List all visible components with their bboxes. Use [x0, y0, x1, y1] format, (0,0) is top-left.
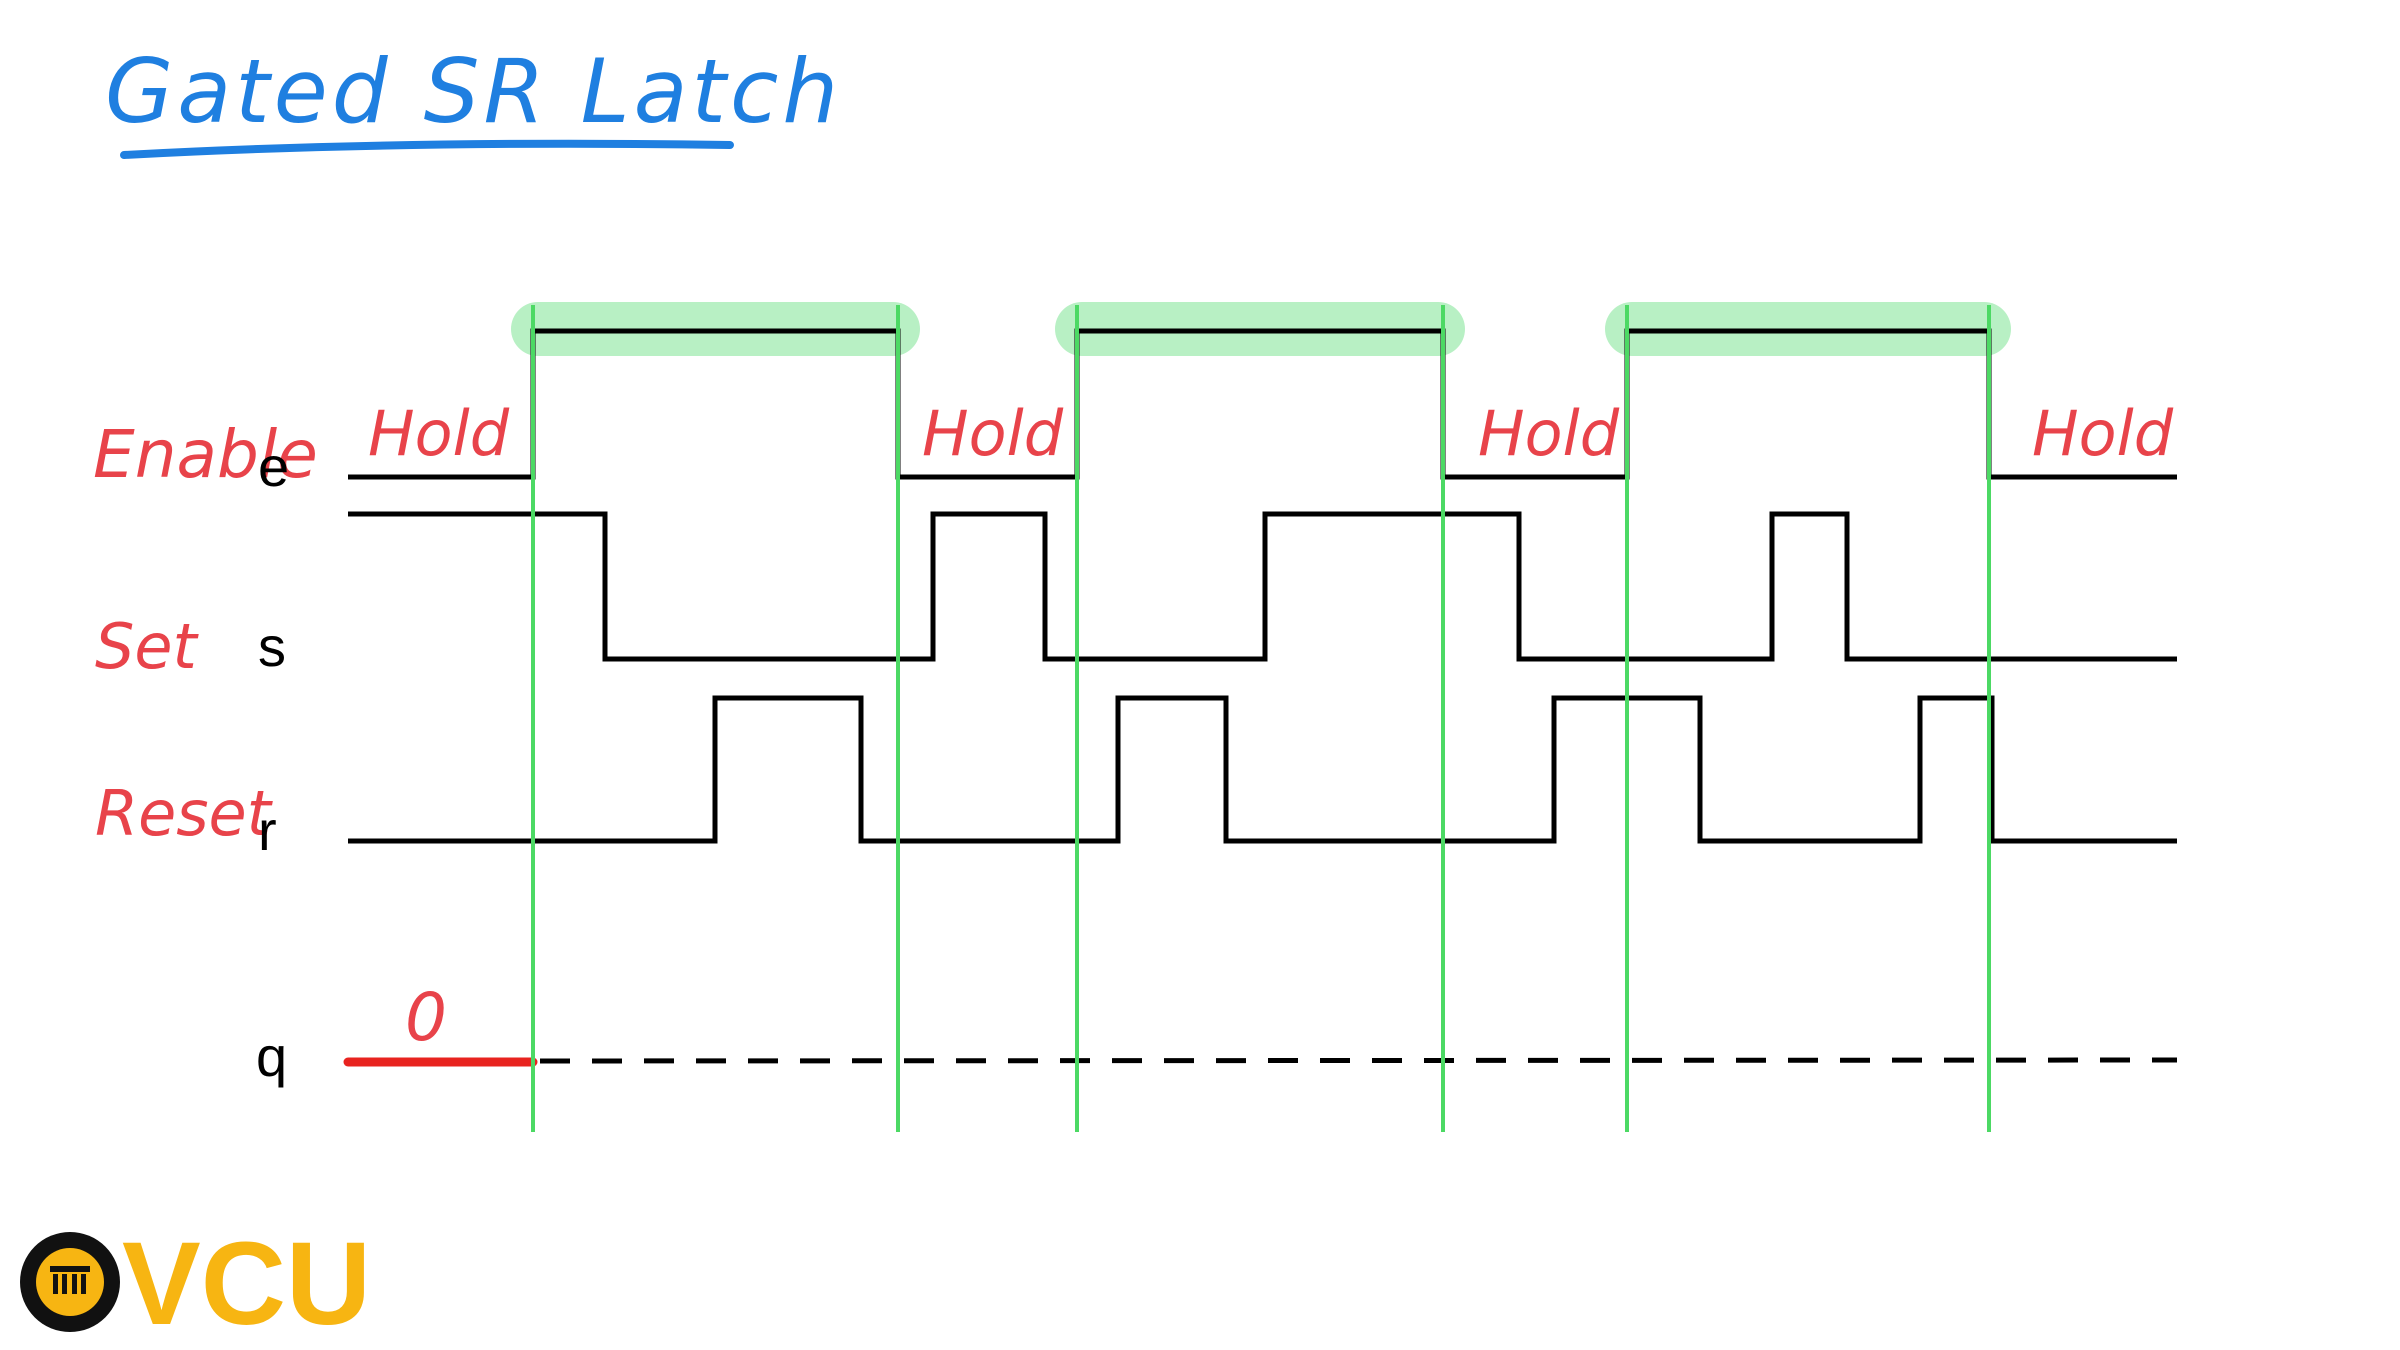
hold-label-4: Hold — [2032, 397, 2174, 470]
seal-inner — [36, 1248, 104, 1316]
hold-label-3: Hold — [1478, 397, 1620, 470]
signal-name-q: q — [256, 1025, 287, 1088]
set-label: Set — [95, 610, 200, 683]
title-underline — [120, 139, 734, 159]
hold-label-2: Hold — [922, 397, 1064, 470]
q-initial-value: 0 — [405, 979, 447, 1056]
diagram-title: Gated SR Latch — [105, 40, 842, 143]
waveform-e — [348, 328, 2177, 480]
vcu-wordmark: VCU — [122, 1218, 371, 1350]
signal-name-s: s — [258, 615, 286, 678]
enable-edge-markers — [531, 305, 1991, 1132]
waveform-s — [348, 511, 2177, 662]
hold-label-1: Hold — [368, 397, 510, 470]
vcu-logo: VCU — [20, 1218, 371, 1350]
signal-name-e: e — [258, 435, 289, 498]
enable-label: Enable — [93, 416, 318, 493]
signal-name-r: r — [258, 799, 277, 862]
reset-label: Reset — [95, 777, 274, 850]
q-unknown-dashed — [539, 1057, 2178, 1064]
waveform-r — [348, 695, 2177, 844]
